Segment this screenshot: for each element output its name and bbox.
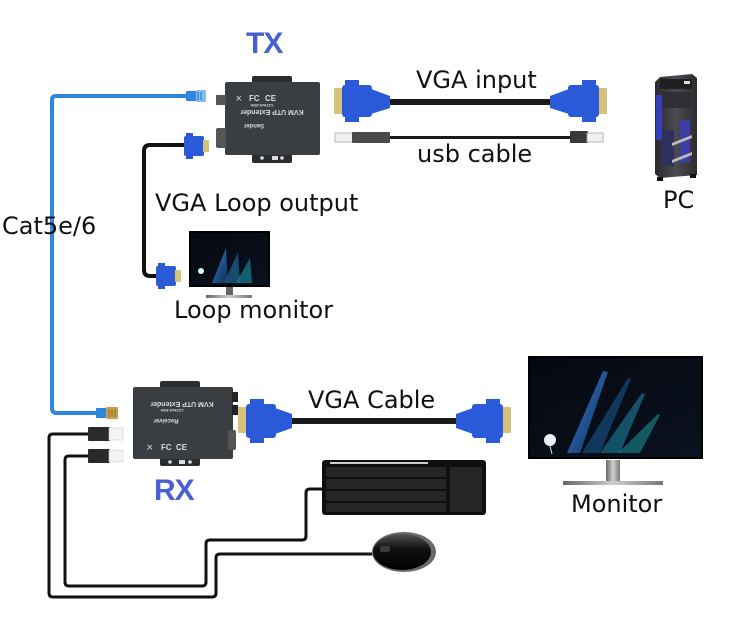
sender-product-text: KVM UTP Extender xyxy=(240,108,304,115)
vga-connector-icon xyxy=(334,80,390,122)
vga-loop-cable xyxy=(142,133,209,289)
usb-cable xyxy=(334,131,604,143)
receiver-product-text: KVM UTP Extender xyxy=(150,400,214,407)
pc-tower-icon xyxy=(655,74,697,181)
ce-mark: CE xyxy=(265,94,277,103)
keyboard-icon xyxy=(322,460,486,515)
monitor-label: Monitor xyxy=(571,490,663,518)
ce-mark: CE xyxy=(176,443,188,452)
tx-label: TX xyxy=(246,27,283,60)
receiver-model-text: CAT5e/6 300ft xyxy=(160,408,184,412)
vga-cable xyxy=(238,399,511,443)
loop-monitor-icon xyxy=(189,231,270,298)
sender-name-text: Sender xyxy=(243,122,264,128)
usb-peripheral-cables xyxy=(47,427,372,599)
vga-cable-label: VGA Cable xyxy=(308,386,436,414)
vga-connector-icon xyxy=(456,399,511,443)
sender-model-text: CAT5e/6 300ft xyxy=(250,103,274,107)
vga-connector-icon xyxy=(550,80,607,122)
vga-input-cable xyxy=(334,80,607,122)
fc-mark: FC xyxy=(161,443,172,452)
ethernet-cable xyxy=(50,90,206,419)
loop-monitor-label: Loop monitor xyxy=(174,296,334,324)
fc-mark: FC xyxy=(249,94,260,103)
vga-loop-output-label: VGA Loop output xyxy=(155,189,359,217)
usb-cable-label: usb cable xyxy=(417,140,533,168)
cat-cable-label: Cat5e/6 xyxy=(2,212,97,240)
mouse-icon xyxy=(372,532,436,572)
rx-label: RX xyxy=(154,474,195,507)
receiver-device: KVM UTP Extender Receiver CAT5e/6 300ft … xyxy=(133,381,238,466)
rj45-plug-icon xyxy=(186,90,206,102)
vga-connector-icon xyxy=(184,133,209,159)
pc-label: PC xyxy=(663,186,695,214)
vga-input-label: VGA input xyxy=(416,66,537,94)
vga-connector-icon xyxy=(238,399,292,443)
vga-connector-icon xyxy=(156,263,181,289)
receiver-name-text: Receiver xyxy=(153,417,179,423)
weee-icon: ⨯ xyxy=(146,443,154,453)
monitor-icon xyxy=(528,356,703,485)
sender-device: KVM UTP Extender Sender CAT5e/6 300ft ⨯ … xyxy=(216,76,320,163)
rj45-plug-icon xyxy=(96,407,118,419)
weee-icon: ⨯ xyxy=(235,94,243,104)
